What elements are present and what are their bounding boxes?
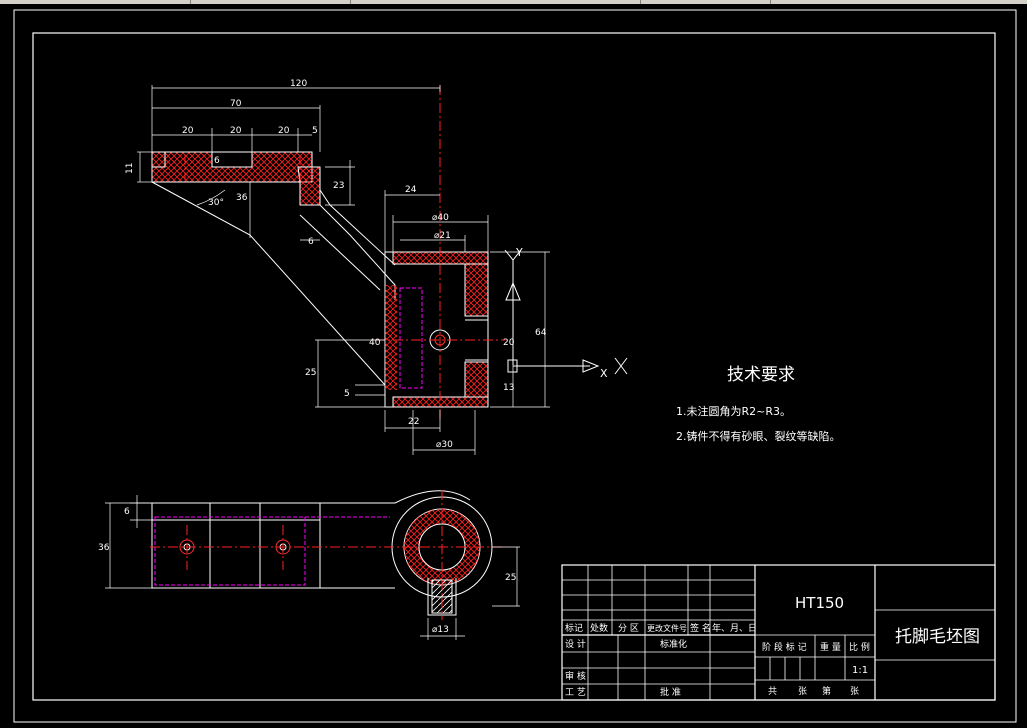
dim-13: 13: [503, 383, 514, 393]
dim-bottom-36: 36: [98, 543, 110, 553]
label-jieduan: 阶 段 标 记: [762, 641, 807, 653]
dim-24: 24: [405, 185, 417, 195]
tech-req-item-1: 1.未注圆角为R2~R3。: [676, 404, 791, 418]
label-gengai: 更改文件号: [647, 623, 687, 633]
dim-23: 23: [333, 181, 344, 191]
dim-20-c: 20: [278, 126, 290, 136]
dim-20-a: 20: [182, 126, 194, 136]
dim-36-slant: 36: [236, 193, 248, 203]
dim-20-b: 20: [230, 126, 242, 136]
outer-frame: [13, 9, 1017, 723]
scale-value: 1:1: [852, 665, 868, 676]
dim-dia-40: ⌀40: [432, 213, 449, 223]
label-bili: 比 例: [849, 641, 870, 653]
axis-y-label: Y: [515, 246, 523, 259]
centerlines-front: [184, 85, 505, 420]
label-gong: 共: [768, 686, 777, 697]
dim-70: 70: [230, 99, 242, 109]
dim-64: 64: [535, 328, 547, 338]
title-block: [561, 564, 996, 701]
inner-frame: [32, 32, 996, 701]
label-shenhe: 审 核: [565, 670, 586, 682]
window-top-bar: [0, 0, 1027, 4]
material-label: HT150: [795, 594, 844, 612]
dim-40: 40: [369, 338, 381, 348]
dim-5-b: 5: [344, 389, 350, 399]
dim-30-deg: 30°: [208, 198, 224, 208]
dim-120: 120: [290, 79, 307, 89]
dim-bottom-dia-13: ⌀13: [432, 625, 449, 635]
label-zhang-2: 张: [850, 686, 859, 697]
label-chushu: 处数: [590, 622, 608, 634]
label-qianming: 签 名: [690, 622, 711, 634]
bottom-dimensions: [105, 495, 520, 640]
dim-25: 25: [305, 368, 316, 378]
front-dimension-text: 120 70 20 20 20 5 11 6 36 30° 23 24 6 ⌀4…: [125, 79, 608, 450]
label-zhang-1: 张: [798, 686, 807, 697]
bottom-dimension-text: 6 36 25 ⌀13: [98, 507, 516, 635]
label-biaoji: 标记: [565, 622, 583, 634]
label-fenqu: 分 区: [618, 623, 639, 634]
dim-6-b: 6: [308, 237, 314, 247]
tech-req-item-2: 2.铸件不得有砂眼、裂纹等缺陷。: [676, 429, 841, 443]
drawing-name: 托脚毛坯图: [895, 627, 980, 647]
dim-dia-30: ⌀30: [436, 440, 453, 450]
technical-requirements: 技术要求 1.未注圆角为R2~R3。 2.铸件不得有砂眼、裂纹等缺陷。: [676, 365, 841, 443]
axis-indicator: [504, 249, 628, 375]
dim-5-a: 5: [312, 126, 318, 136]
centerlines-bottom: [150, 490, 505, 620]
dim-20-d: 20: [503, 338, 515, 348]
axis-x-label: X: [600, 367, 608, 380]
label-biaozhunhua: 标准化: [660, 638, 687, 650]
title-block-text: HT150 托脚毛坯图 1:1 标记 处数 分 区 更改文件号 签 名 年、月、…: [565, 594, 980, 698]
dim-bottom-25: 25: [505, 573, 516, 583]
label-sheji: 设 计: [565, 638, 586, 650]
label-gongyi: 工 艺: [565, 687, 586, 698]
label-zhongliang: 重 量: [820, 641, 841, 653]
label-pizhun: 批 准: [660, 686, 681, 698]
label-di: 第: [822, 685, 831, 697]
label-nianyueri: 年、月、日: [712, 622, 757, 634]
dim-bottom-6: 6: [124, 507, 130, 517]
dim-dia-21: ⌀21: [434, 231, 451, 241]
bottom-view: [151, 490, 493, 616]
dim-6-a: 6: [214, 156, 220, 166]
dim-22: 22: [408, 417, 419, 427]
dim-11: 11: [125, 163, 135, 174]
tech-req-title: 技术要求: [727, 365, 795, 385]
front-view: [151, 151, 518, 408]
